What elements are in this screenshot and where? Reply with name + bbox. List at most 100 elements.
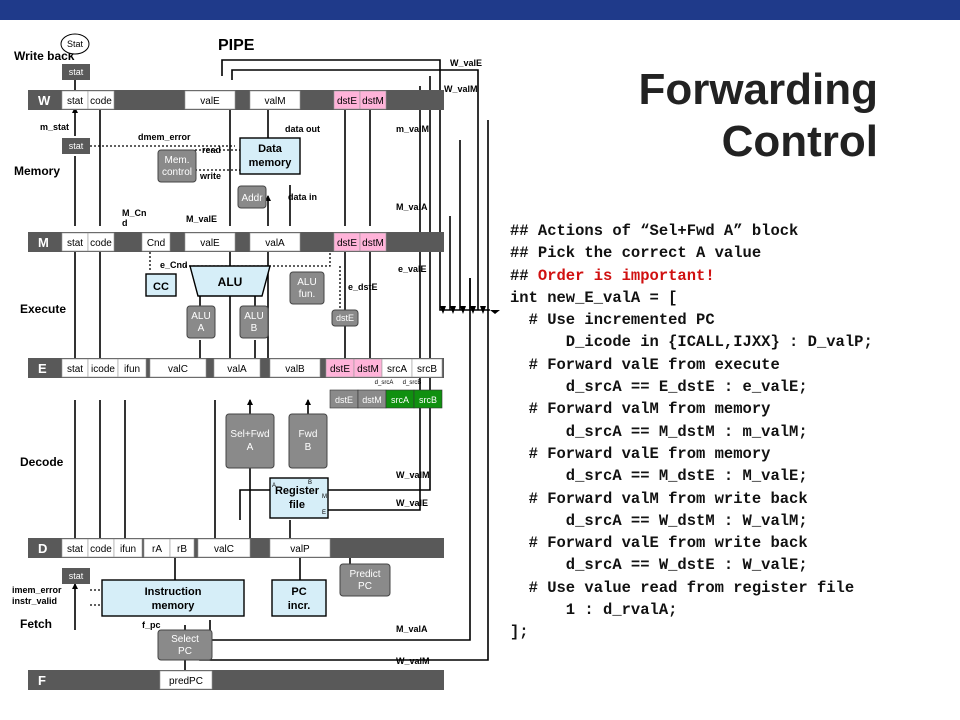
- signal-e-cnd: e_Cnd: [160, 260, 188, 270]
- register-field-label: stat: [67, 96, 83, 107]
- code-line: # Forward valE from memory: [510, 444, 771, 463]
- pc-incr-block: [271, 579, 327, 617]
- register-field-label: dstM: [362, 238, 384, 249]
- register-field-label: stat: [67, 364, 83, 375]
- register-field-label: dstM: [362, 96, 384, 107]
- cc-label: CC: [153, 281, 169, 293]
- signal-w-vale-decode: W_valE: [396, 498, 428, 508]
- register-name: W: [38, 93, 51, 108]
- register-field: [87, 90, 115, 110]
- signal-m-stat: m_stat: [40, 122, 69, 132]
- alu-block: [189, 265, 271, 297]
- stat-box-fetch: [62, 568, 90, 584]
- mem-control-block: [157, 149, 197, 183]
- register-field-label: Cnd: [147, 238, 165, 249]
- stat-box-memory: [62, 138, 90, 154]
- register-field: [249, 232, 301, 252]
- stage-label-memory: Memory: [14, 164, 60, 178]
- alu-label: ALU: [218, 275, 243, 289]
- signal-m-cnd: d: [122, 218, 128, 228]
- decode-src-signal: d_srcA: [375, 380, 394, 386]
- register-field: [141, 232, 171, 252]
- signal-m-valm: m_valM: [396, 124, 429, 134]
- code-line: int new_E_valA = [: [510, 288, 678, 307]
- alu-b-label: B: [251, 323, 258, 334]
- sel-fwd-a-block: [225, 413, 275, 469]
- signal-instr-valid: instr_valid: [12, 596, 57, 606]
- dste-box-label: dstE: [336, 313, 354, 323]
- code-line: d_srcA == W_dstM : W_valM;: [510, 511, 808, 530]
- alu-fun-label: fun.: [299, 289, 316, 300]
- register-field: [159, 670, 213, 690]
- title-line-1: Forwarding: [638, 65, 878, 114]
- sel-fwd-a-label: Sel+Fwd: [230, 429, 269, 440]
- signal-w-vale: W_valE: [450, 58, 482, 68]
- register-field: [249, 90, 301, 110]
- fwd-b-label: Fwd: [299, 429, 318, 440]
- register-field: [359, 90, 387, 110]
- code-line: ];: [510, 623, 529, 642]
- register-field-label: ifun: [120, 544, 136, 555]
- code-highlight: Order is important!: [537, 266, 715, 285]
- decode-field-label: dstM: [362, 395, 382, 405]
- register-field-label: srcA: [387, 364, 407, 375]
- fwd-b-block: [288, 413, 328, 469]
- register-field-label: code: [90, 238, 112, 249]
- fwd-b-label: B: [305, 442, 312, 453]
- signal-m-vala-fetch: M_valA: [396, 624, 428, 634]
- code-line-important: ## Order is important!: [510, 265, 955, 287]
- register-field-label: dstE: [330, 364, 350, 375]
- register-field: [184, 90, 236, 110]
- code-line: # Use value read from register file: [510, 578, 855, 597]
- decode-field-label: srcB: [419, 395, 437, 405]
- slide-title: Forwarding Control: [620, 64, 878, 168]
- register-field-label: icode: [91, 364, 115, 375]
- signal-w-valm: W_valM: [444, 84, 478, 94]
- stat-box-label: stat: [69, 67, 84, 77]
- data-memory-block: [239, 137, 301, 175]
- signal-data-in: data in: [288, 192, 317, 202]
- register-file-block: [269, 477, 329, 519]
- stage-label-decode: Decode: [20, 455, 64, 469]
- addr-block: [237, 185, 267, 209]
- register-field: [269, 358, 321, 378]
- register-field-label: code: [90, 96, 112, 107]
- register-field-label: code: [90, 544, 112, 555]
- register-field: [269, 538, 331, 558]
- register-field-label: stat: [67, 238, 83, 249]
- register-field: [359, 232, 387, 252]
- code-line: # Forward valM from memory: [510, 400, 771, 419]
- code-line: # Forward valE from write back: [510, 534, 808, 553]
- signal-read: read: [202, 145, 221, 155]
- register-field: [197, 538, 251, 558]
- signal-m-cnd: M_Cn: [122, 208, 147, 218]
- stage-label-execute: Execute: [20, 302, 66, 316]
- signal-imem-error: imem_error: [12, 585, 62, 595]
- decode-field-label: dstE: [335, 395, 353, 405]
- alu-fun-label: ALU: [297, 277, 316, 288]
- signal-e-vale: e_valE: [398, 264, 427, 274]
- select-pc-block: [157, 629, 213, 661]
- register-field-label: valE: [200, 238, 220, 249]
- register-field: [169, 538, 195, 558]
- select-pc-label: PC: [178, 646, 192, 657]
- register-field-label: valA: [227, 364, 247, 375]
- register-field-label: rB: [177, 544, 187, 555]
- code-line: d_srcA == M_dstM : m_valM;: [510, 422, 808, 441]
- register-field: [149, 358, 207, 378]
- register-field: [117, 358, 147, 378]
- predict-pc-label: PC: [358, 581, 372, 592]
- register-field: [184, 232, 236, 252]
- register-field-label: ifun: [124, 364, 140, 375]
- register-field-label: valM: [264, 96, 285, 107]
- register-file-label: Register: [275, 485, 320, 497]
- forwarding-arrowheads: [440, 306, 500, 314]
- code-comment-prefix: ##: [510, 266, 538, 285]
- code-line: d_srcA == W_dstE : W_valE;: [510, 556, 808, 575]
- code-line: d_srcA == E_dstE : e_valE;: [510, 378, 808, 397]
- stat-box-writeback: [62, 64, 90, 80]
